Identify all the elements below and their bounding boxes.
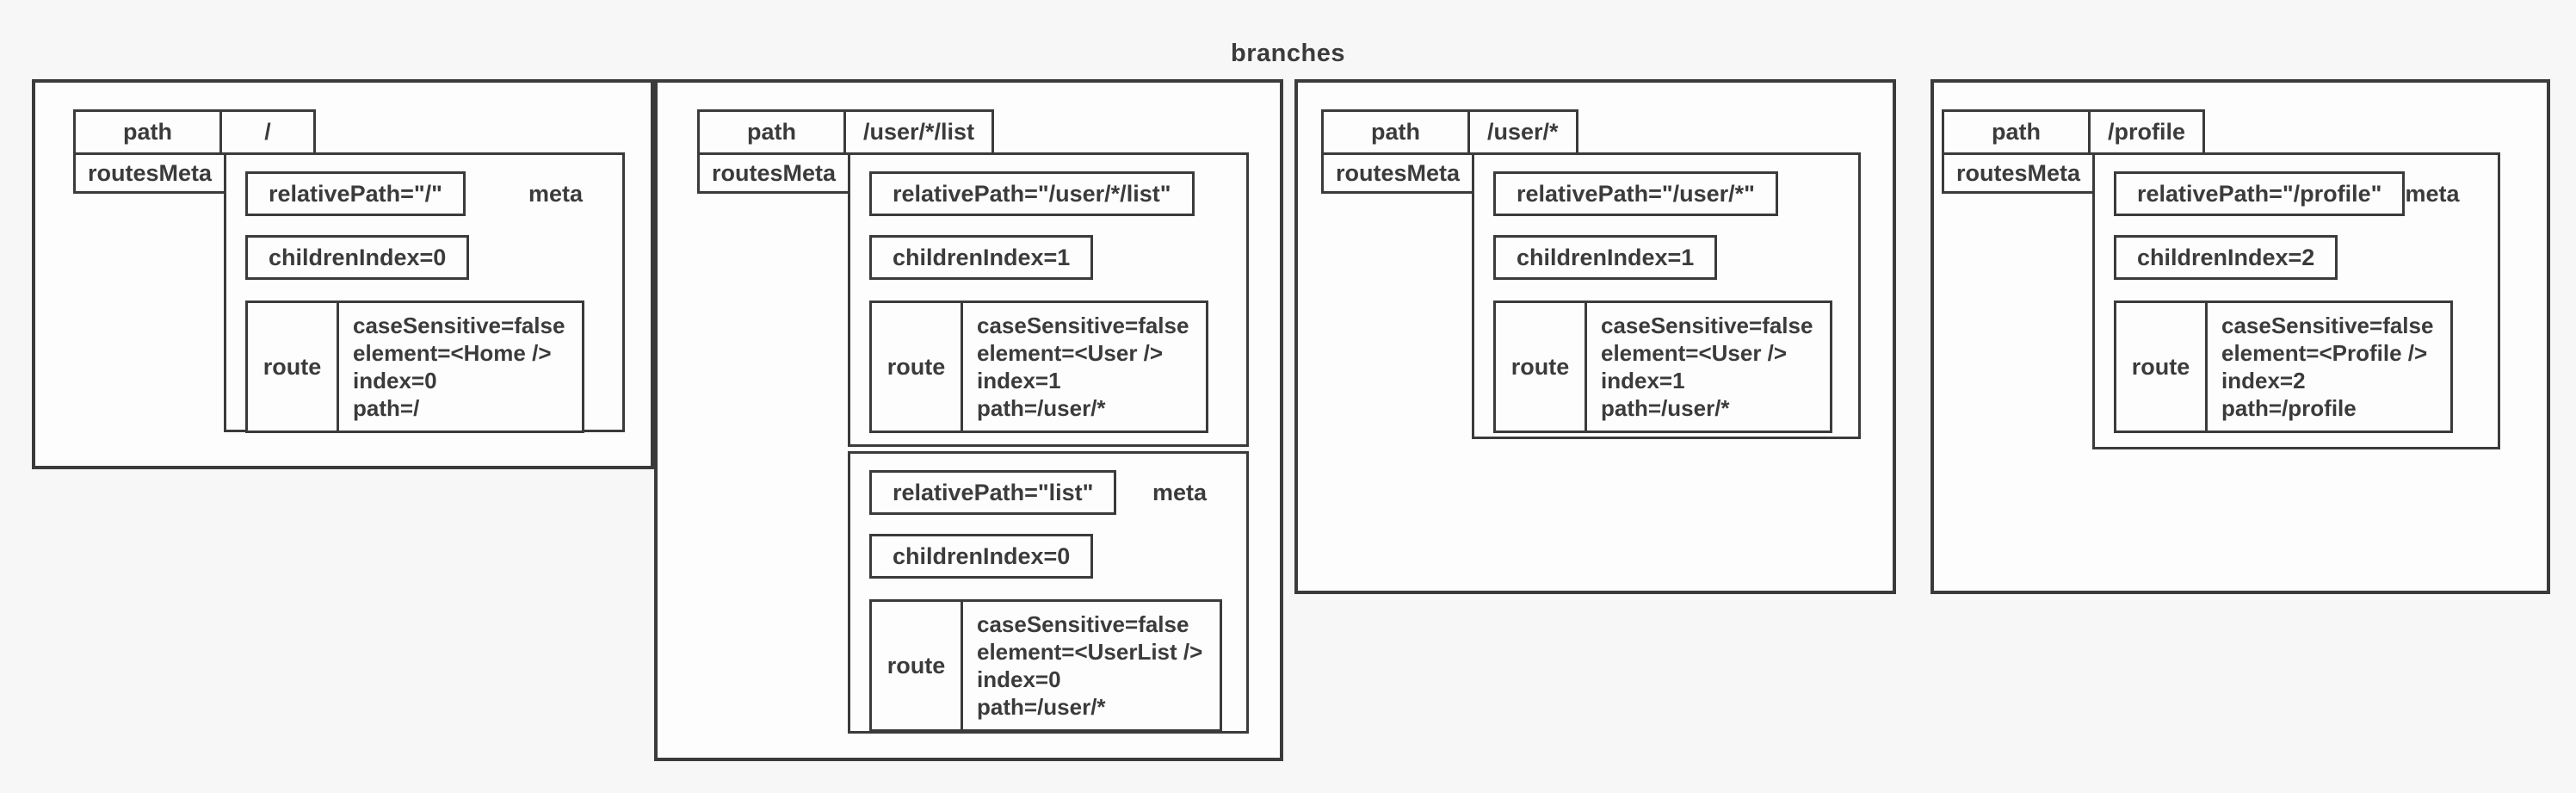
route-table: route caseSensitive=false element=<User … — [1493, 300, 1833, 433]
route-value-line: element=<Home /> — [353, 340, 552, 366]
relative-path-box: relativePath="/user/*" — [1493, 171, 1778, 216]
relative-path-line: relativePath="/user/*/list" — [869, 171, 1227, 216]
routes-meta-row: routesMeta relativePath="/user/*" childr… — [1321, 152, 1861, 439]
route-key-cell: route — [248, 303, 339, 431]
routes-meta-key-cell: routesMeta — [1321, 152, 1474, 194]
route-key-cell: route — [872, 602, 963, 729]
route-values: caseSensitive=false element=<Profile /> … — [2208, 303, 2450, 431]
relative-path-line: relativePath="list" meta — [869, 470, 1227, 515]
route-value-line: caseSensitive=false — [353, 313, 565, 338]
children-index-box: childrenIndex=0 — [245, 235, 470, 280]
relative-path-box: relativePath="/profile" — [2114, 171, 2406, 216]
route-value-line: index=0 — [353, 368, 437, 393]
path-value-cell: /user/* — [1467, 109, 1578, 155]
route-value-line: path=/user/* — [977, 395, 1106, 421]
route-key-cell: route — [1496, 303, 1587, 431]
route-value-line: path=/ — [353, 395, 420, 421]
route-values: caseSensitive=false element=<UserList />… — [963, 602, 1220, 729]
route-value-line: caseSensitive=false — [977, 611, 1189, 637]
meta-container: relativePath="/user/*" childrenIndex=1 r… — [1472, 152, 1861, 439]
meta-column: relativePath="/user/*/list" childrenInde… — [848, 152, 1249, 734]
route-value-line: index=0 — [977, 666, 1061, 692]
diagram-title: branches — [1231, 40, 1345, 67]
branch-1-content: path / routesMeta relativePath="/" meta … — [73, 109, 625, 433]
meta-container: relativePath="/user/*/list" childrenInde… — [848, 152, 1249, 447]
path-row: path /profile — [1942, 109, 2500, 155]
relative-path-line: relativePath="/user/*" — [1493, 171, 1839, 216]
meta-label: meta — [2405, 180, 2460, 207]
meta-container: relativePath="list" meta childrenIndex=0… — [848, 451, 1249, 734]
meta-column: relativePath="/user/*" childrenIndex=1 r… — [1472, 152, 1861, 439]
branch-box-3: path /user/* routesMeta relativePath="/u… — [1294, 79, 1896, 594]
relative-path-box: relativePath="/user/*/list" — [869, 171, 1195, 216]
route-key-cell: route — [872, 303, 963, 431]
route-key-cell: route — [2116, 303, 2208, 431]
children-index-box: childrenIndex=0 — [869, 534, 1094, 579]
path-key-cell: path — [73, 109, 222, 155]
path-key-cell: path — [1321, 109, 1470, 155]
meta-column: relativePath="/" meta childrenIndex=0 ro… — [224, 152, 625, 433]
meta-label: meta — [1152, 479, 1207, 505]
route-value-line: path=/user/* — [977, 694, 1106, 720]
route-values: caseSensitive=false element=<Home /> ind… — [339, 303, 582, 431]
relative-path-box: relativePath="/" — [245, 171, 466, 216]
children-index-box: childrenIndex=1 — [869, 235, 1094, 280]
children-index-box: childrenIndex=1 — [1493, 235, 1718, 280]
branch-3-content: path /user/* routesMeta relativePath="/u… — [1321, 109, 1861, 439]
route-value-line: index=1 — [977, 368, 1061, 393]
route-value-line: element=<User /> — [977, 340, 1164, 366]
route-value-line: element=<User /> — [1601, 340, 1788, 366]
route-value-line: path=/user/* — [1601, 395, 1730, 421]
path-value-cell: / — [219, 109, 316, 155]
path-row: path /user/*/list — [697, 109, 1249, 155]
route-value-line: index=2 — [2221, 368, 2306, 393]
routes-meta-row: routesMeta relativePath="/profile" meta … — [1942, 152, 2500, 449]
routes-meta-row: routesMeta relativePath="/user/*/list" c… — [697, 152, 1249, 734]
path-row: path /user/* — [1321, 109, 1861, 155]
branch-box-4: path /profile routesMeta relativePath="/… — [1930, 79, 2550, 594]
route-value-line: caseSensitive=false — [977, 313, 1189, 338]
branch-4-content: path /profile routesMeta relativePath="/… — [1942, 109, 2500, 449]
children-index-box: childrenIndex=2 — [2114, 235, 2338, 280]
route-table: route caseSensitive=false element=<Profi… — [2114, 300, 2454, 433]
routes-meta-key-cell: routesMeta — [1942, 152, 2095, 194]
meta-container: relativePath="/profile" meta childrenInd… — [2092, 152, 2500, 449]
relative-path-line: relativePath="/profile" meta — [2114, 171, 2479, 216]
route-table: route caseSensitive=false element=<User … — [869, 300, 1209, 433]
route-value-line: caseSensitive=false — [2221, 313, 2434, 338]
route-value-line: caseSensitive=false — [1601, 313, 1813, 338]
meta-column: relativePath="/profile" meta childrenInd… — [2092, 152, 2500, 449]
relative-path-box: relativePath="list" — [869, 470, 1117, 515]
meta-container: relativePath="/" meta childrenIndex=0 ro… — [224, 152, 625, 433]
route-table: route caseSensitive=false element=<UserL… — [869, 599, 1223, 732]
route-value-line: index=1 — [1601, 368, 1685, 393]
route-value-line: element=<Profile /> — [2221, 340, 2428, 366]
path-row: path / — [73, 109, 625, 155]
routes-meta-key-cell: routesMeta — [697, 152, 850, 194]
routes-meta-key-cell: routesMeta — [73, 152, 226, 194]
route-value-line: path=/profile — [2221, 395, 2357, 421]
path-key-cell: path — [1942, 109, 2091, 155]
path-key-cell: path — [697, 109, 846, 155]
branch-box-1: path / routesMeta relativePath="/" meta … — [32, 79, 654, 469]
relative-path-line: relativePath="/" meta — [245, 171, 603, 216]
meta-label: meta — [528, 180, 583, 207]
route-value-line: element=<UserList /> — [977, 639, 1203, 665]
route-values: caseSensitive=false element=<User /> ind… — [1587, 303, 1830, 431]
route-table: route caseSensitive=false element=<Home … — [245, 300, 585, 433]
route-values: caseSensitive=false element=<User /> ind… — [963, 303, 1206, 431]
branch-box-2: path /user/*/list routesMeta relativePat… — [654, 79, 1283, 761]
branch-2-content: path /user/*/list routesMeta relativePat… — [697, 109, 1249, 734]
routes-meta-row: routesMeta relativePath="/" meta childre… — [73, 152, 625, 433]
path-value-cell: /profile — [2088, 109, 2206, 155]
path-value-cell: /user/*/list — [843, 109, 995, 155]
